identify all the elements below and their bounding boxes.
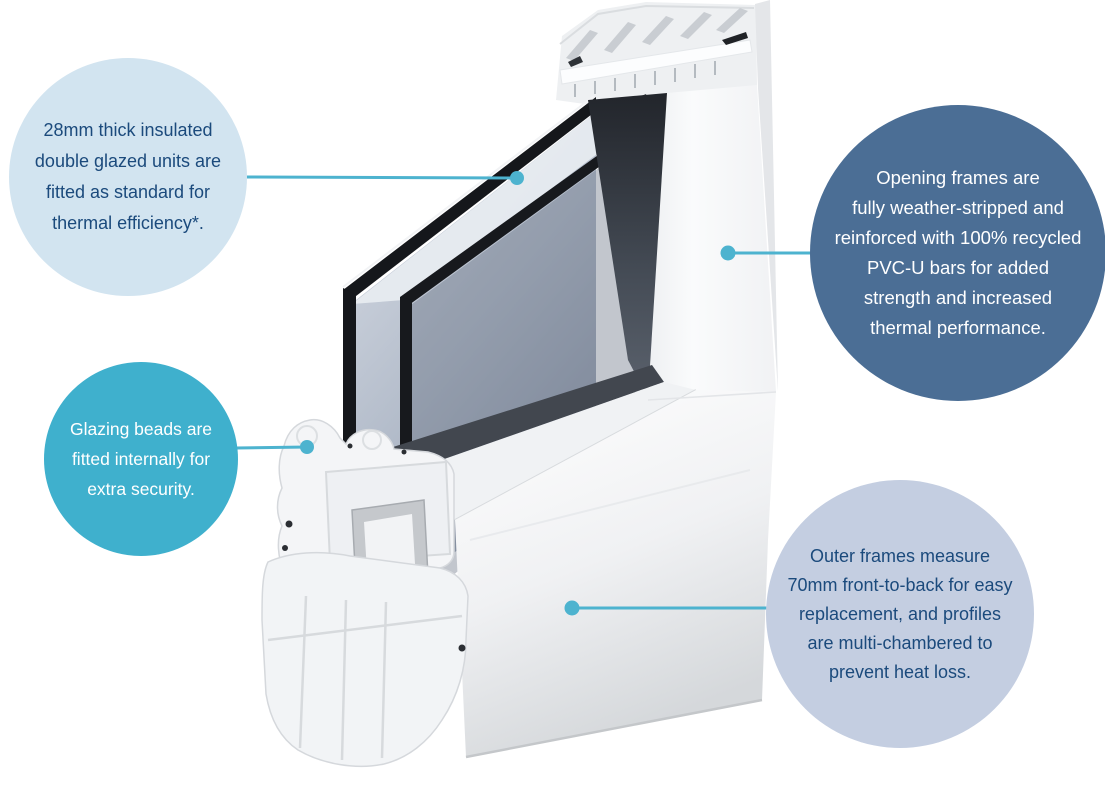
leader-dot-glazed-units (510, 171, 524, 185)
outer-frame-jamb (648, 85, 776, 400)
callout-text-line: prevent heat loss. (828, 661, 972, 682)
callout-glazed-units: 28mm thick insulated double glazed units… (9, 58, 247, 296)
outer-frame-sill (455, 390, 777, 759)
chamber-hatch-lines (574, 61, 716, 97)
glass-bottom-reveal (393, 365, 664, 470)
leader-dot-opening-frames (720, 245, 736, 261)
leader-line-glazing-beads (235, 445, 308, 450)
callout-opening-frames: Opening frames are fully weather-strippe… (810, 105, 1105, 401)
sill-cross-section (261, 443, 469, 768)
callout-text-line: thermal performance. (870, 317, 1046, 338)
glass-sheen (352, 112, 634, 304)
callout-text-line: Opening frames are (876, 167, 1040, 188)
jamb-side-face (755, 0, 778, 392)
callout-text-line: fitted internally for (71, 449, 211, 469)
callout-text-line: fully weather-stripped and (852, 197, 1064, 218)
leader-line-glazed-units (245, 175, 518, 180)
callout-text-line: extra security. (87, 479, 195, 499)
frame-chamber-walls (267, 595, 463, 761)
callout-text-line: 70mm front-to-back for easy (787, 574, 1013, 595)
callout-text-line: thermal efficiency*. (52, 213, 204, 233)
glass-edge-highlight (342, 95, 595, 288)
callout-outer-frames: Outer frames measure 70mm front-to-back … (766, 480, 1034, 748)
gasket-seals (282, 443, 466, 652)
callout-text-line: are multi-chambered to (807, 632, 993, 653)
callout-text-line: PVC-U bars for added (866, 257, 1049, 278)
leader-lines (235, 175, 812, 610)
callout-text-line: replacement, and profiles (798, 603, 1002, 624)
leader-dot-outer-frames (564, 600, 580, 616)
callout-text-line: fitted as standard for (45, 182, 211, 202)
callout-text-line: reinforced with 100% recycled (834, 227, 1082, 248)
jamb-cross-section (556, 2, 757, 112)
callout-text-line: double glazed units are (34, 151, 222, 171)
frame-reveal-shadow (588, 93, 667, 398)
leader-dot-glazing-beads (300, 440, 314, 454)
leader-dots (300, 171, 736, 616)
callout-text-line: Outer frames measure (809, 545, 991, 566)
callout-text-line: 28mm thick insulated (43, 120, 213, 140)
callout-text-line: strength and increased (863, 287, 1053, 308)
callout-glazing-beads: Glazing beads are fitted internally for … (44, 362, 238, 556)
callout-text-line: Glazing beads are (69, 419, 213, 439)
